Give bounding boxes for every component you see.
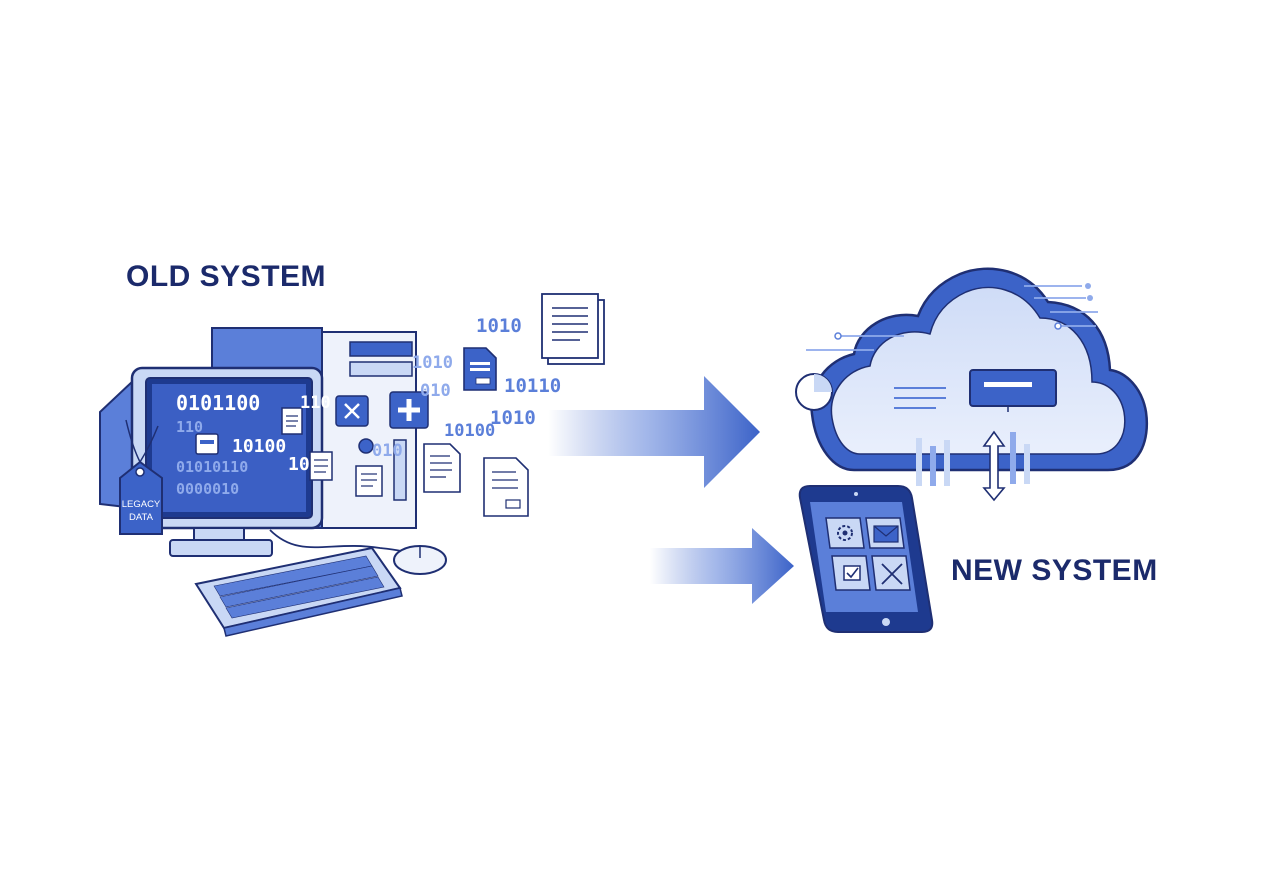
mouse-cable [269, 529, 413, 555]
document-icon [483, 457, 529, 517]
screen-binary-row: 01010110 [176, 458, 248, 476]
tablet-app-close-icon [871, 555, 911, 591]
screen-binary-row: 10 [288, 454, 310, 475]
binary-text: 1010 [490, 407, 536, 429]
document-icon [423, 443, 461, 493]
add-tile [389, 391, 429, 429]
old-computer-group: 0101100 10100 01010110 0000010 110 10 [99, 327, 447, 637]
tablet-app-settings-icon [825, 517, 865, 549]
screen-binary-row: 110 [176, 418, 203, 436]
keyboard [194, 546, 403, 637]
legacy-tag-text: LEGACY [122, 499, 161, 510]
legacy-tag-text: DATA [129, 512, 154, 523]
floating-binary: 1010 1010 010 10110 1010 10100 010 110 [300, 315, 561, 461]
binary-text: 010 [372, 441, 403, 461]
sync-arrow-icon [982, 430, 1006, 502]
binary-text: 10100 [444, 421, 495, 441]
screen-doc-icon [309, 451, 333, 481]
screen-doc-icon [281, 407, 303, 435]
delete-tile [335, 395, 369, 427]
screen-binary: 0101100 10100 01010110 0000010 110 10 [176, 391, 310, 498]
migration-arrow-bottom [650, 528, 794, 604]
sync-bars [916, 432, 1030, 486]
binary-text: 010 [420, 381, 451, 401]
screen-binary-row: 0101100 [176, 391, 260, 415]
tablet-app-checkbox-icon [831, 555, 871, 591]
legacy-data-tag: LEGACY DATA [119, 419, 163, 535]
mouse [393, 545, 447, 575]
binary-text: 1010 [476, 315, 522, 337]
binary-text: 1010 [412, 353, 453, 373]
binary-text: 10110 [504, 375, 561, 397]
binary-text: 110 [300, 393, 331, 413]
migration-arrow-top [548, 376, 760, 488]
screen-binary-row: 0000010 [176, 480, 239, 498]
screen-binary-row: 10100 [232, 436, 286, 457]
screen-file-icon [195, 433, 219, 455]
new-system-label: NEW SYSTEM [951, 554, 1158, 587]
document-icon [463, 347, 497, 391]
document-stack-icon [541, 293, 605, 365]
monitor [130, 366, 324, 557]
tablet [798, 485, 934, 633]
old-system-label: OLD SYSTEM [126, 260, 327, 293]
tablet-app-mail-icon [865, 517, 905, 549]
cloud [795, 267, 1149, 472]
